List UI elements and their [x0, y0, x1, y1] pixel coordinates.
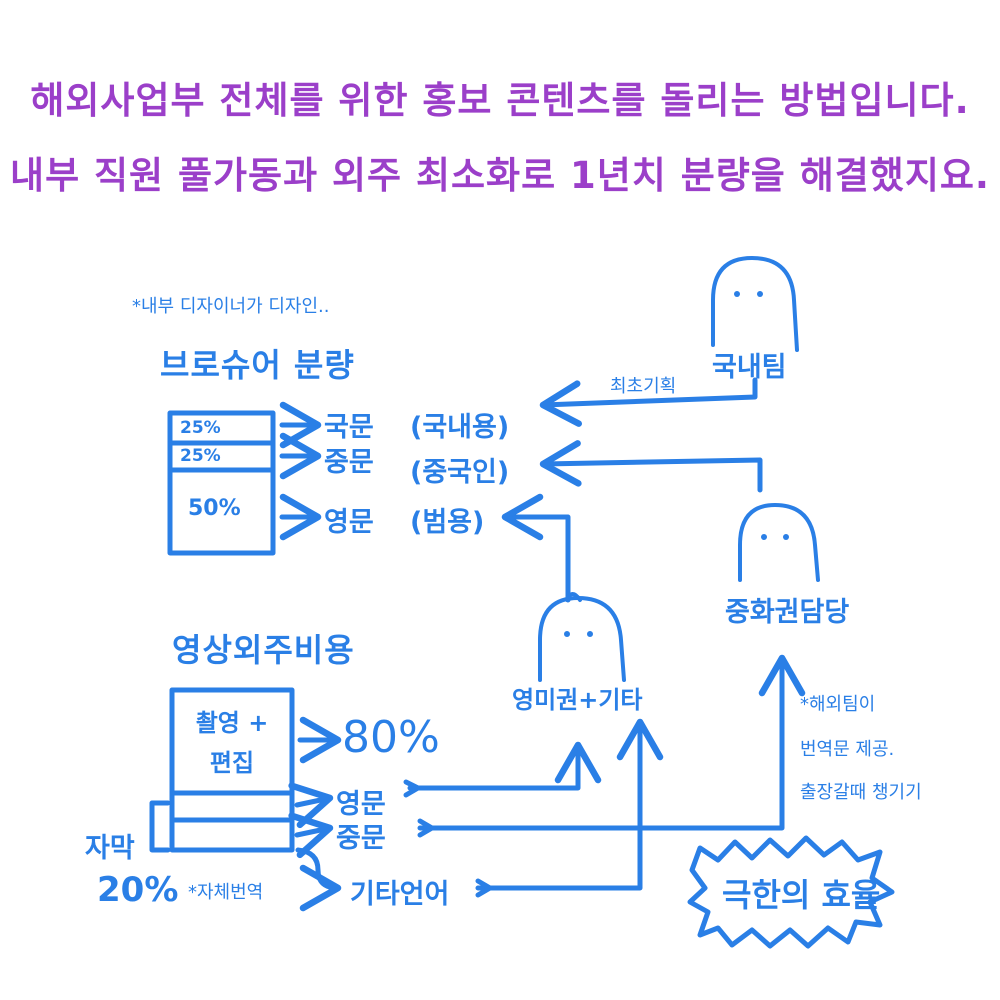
ghost-domestic-icon — [711, 255, 799, 352]
badge-burst — [687, 835, 895, 949]
brochure-output-chinese: 중문 — [324, 447, 374, 478]
arrow-to-chinese-brochure — [539, 440, 763, 493]
brochure-bar — [167, 410, 276, 556]
brochure-output-korean: 국문 — [324, 412, 374, 443]
arrow-domestic-to-korean — [539, 377, 758, 427]
arrow-to-other-video — [295, 847, 342, 912]
video-box-label: 촬영 + 편집 — [195, 709, 269, 777]
video-bar — [149, 687, 295, 853]
designer-note: *내부 디자이너가 디자인.. — [132, 296, 330, 317]
brochure-title: 브로슈어 분량 — [160, 346, 355, 384]
video-bar-outline — [169, 687, 295, 853]
initial-plan-label: 최초기획 — [610, 376, 677, 397]
brochure-bar-outline — [167, 410, 276, 556]
video-output-chinese: 중문 — [336, 823, 386, 854]
self-translate-note: *자체번역 — [188, 882, 264, 903]
ghost-english-icon — [538, 592, 626, 682]
subtitle-percent: 20% — [97, 870, 179, 910]
ghost-chinese-icon — [738, 502, 820, 582]
video-output-other: 기타언어 — [350, 879, 450, 910]
overseas-note-3: 출장갈때 챙기기 — [800, 782, 922, 803]
arrow-chinese-video-to-team — [417, 654, 806, 831]
brochure-segment-chinese: 25% — [180, 446, 221, 466]
arrow-to-chinese-video — [288, 812, 334, 859]
brochure-output-english: 영문 — [324, 507, 374, 538]
subtitle-label: 자막 — [85, 833, 135, 864]
domestic-team-label: 국내팀 — [712, 352, 787, 383]
overseas-note-1: *해외팀이 — [800, 694, 876, 715]
headline-line-1: 해외사업부 전체를 위한 홍보 콘텐츠를 돌리는 방법입니다. — [30, 79, 970, 122]
brochure-segment-korean: 25% — [180, 418, 221, 438]
arrow-to-english-video — [288, 782, 334, 829]
brochure-usage-chinese: (중국인) — [410, 457, 510, 488]
brochure-usage-domestic: (국내용) — [410, 412, 510, 443]
brochure-usage-general: (범용) — [410, 507, 485, 538]
brochure-segment-english: 50% — [188, 496, 241, 521]
english-team-label: 영미권+기타 — [512, 686, 643, 714]
arrow-other-video-back-head — [475, 878, 493, 898]
arrow-to-english-brochure — [501, 493, 571, 603]
arrow-english-video-to-team — [407, 741, 602, 791]
headline-line-2: 내부 직원 풀가동과 외주 최소화로 1년치 분량을 해결했지요. — [10, 154, 990, 197]
badge-text: 극한의 효율 — [722, 876, 881, 914]
arrow-chinese-video-back-head — [417, 818, 435, 838]
arrow-other-video-to-team — [475, 718, 664, 891]
subtitle-bracket — [149, 800, 171, 853]
chinese-team-label: 중화권담당 — [725, 597, 850, 628]
arrow-english-video-back-head — [403, 779, 421, 798]
overseas-note-2: 번역문 제공. — [800, 739, 895, 760]
video-percent: 80% — [342, 712, 440, 763]
video-output-english: 영문 — [336, 789, 386, 820]
video-title: 영상외주비용 — [172, 631, 355, 669]
